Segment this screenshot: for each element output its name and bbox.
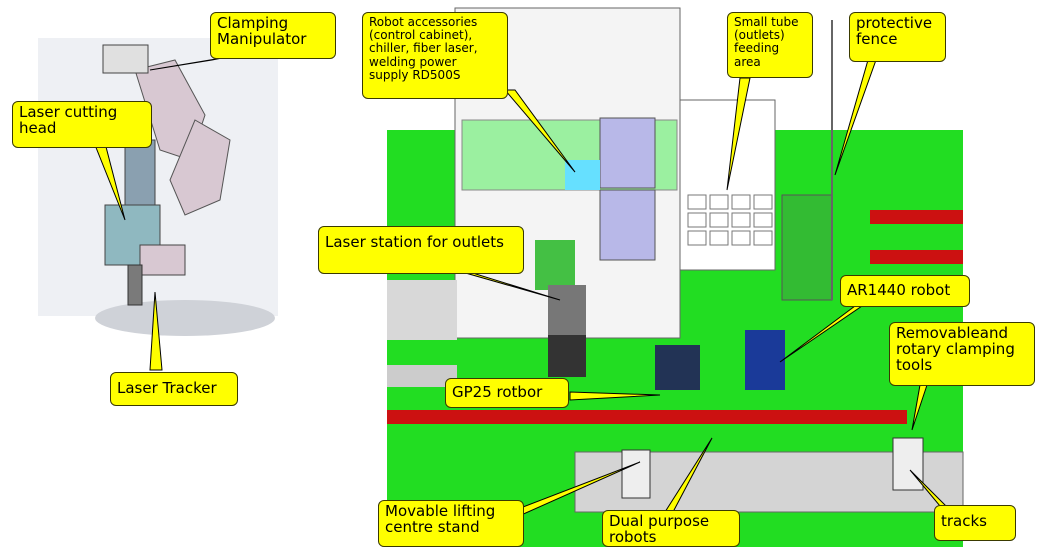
label-small-tube-feeding: Small tube (outlets) feeding area xyxy=(727,12,813,78)
label-laser-cutting-head: Laser cutting head xyxy=(12,101,152,148)
label-movable-stand: Movable lifting centre stand xyxy=(378,500,524,547)
label-dual-robots: Dual purpose robots xyxy=(602,510,740,547)
label-protective-fence: protective fence xyxy=(849,12,946,62)
label-laser-station: Laser station for outlets xyxy=(318,226,524,274)
label-tracks: tracks xyxy=(934,505,1016,541)
label-removable-tools: Removableand rotary clamping tools xyxy=(889,322,1035,386)
label-clamping-manipulator: Clamping Manipulator xyxy=(210,12,336,59)
leader-lines xyxy=(94,57,954,521)
cutting-head-assembly xyxy=(38,38,278,336)
label-ar1440-robot: AR1440 robot xyxy=(840,275,970,307)
label-robot-accessories: Robot accessories (control cabinet), chi… xyxy=(362,12,508,99)
label-gp25-robot: GP25 rotbor xyxy=(445,378,569,408)
label-laser-tracker: Laser Tracker xyxy=(110,372,238,406)
